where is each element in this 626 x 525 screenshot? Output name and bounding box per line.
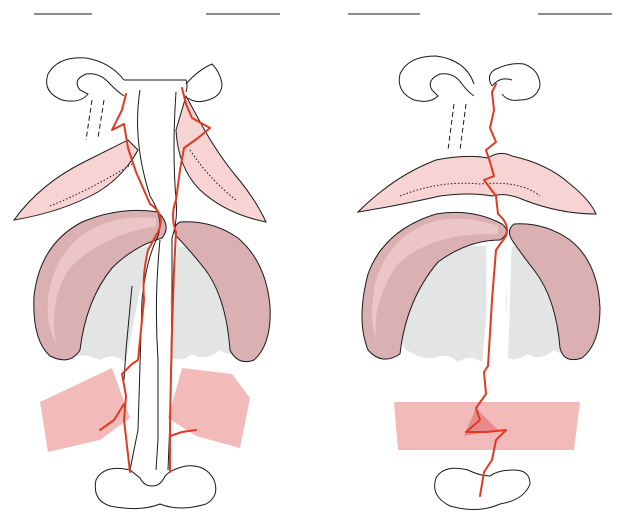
right-alar-dashed-b (460, 104, 466, 150)
left-alar-dashed-b (98, 100, 104, 138)
left-panel (14, 14, 280, 509)
right-alar-dashed-a (448, 104, 454, 150)
left-lip-right (176, 96, 266, 222)
right-lip (358, 153, 596, 214)
left-cleft-inner-line (156, 240, 160, 470)
right-nostril-right (489, 64, 540, 101)
right-panel (348, 14, 612, 510)
left-uvula (95, 466, 216, 509)
left-columella (124, 80, 187, 92)
left-soft-palate-band-left (40, 368, 130, 452)
left-alar-dashed-a (86, 100, 92, 140)
left-soft-palate-band-right (168, 368, 250, 448)
left-lip-left (14, 140, 138, 220)
left-nostril-right (186, 64, 222, 102)
right-nostril-left (399, 56, 474, 101)
left-nostril-left (47, 58, 124, 101)
right-uvula (435, 468, 530, 509)
